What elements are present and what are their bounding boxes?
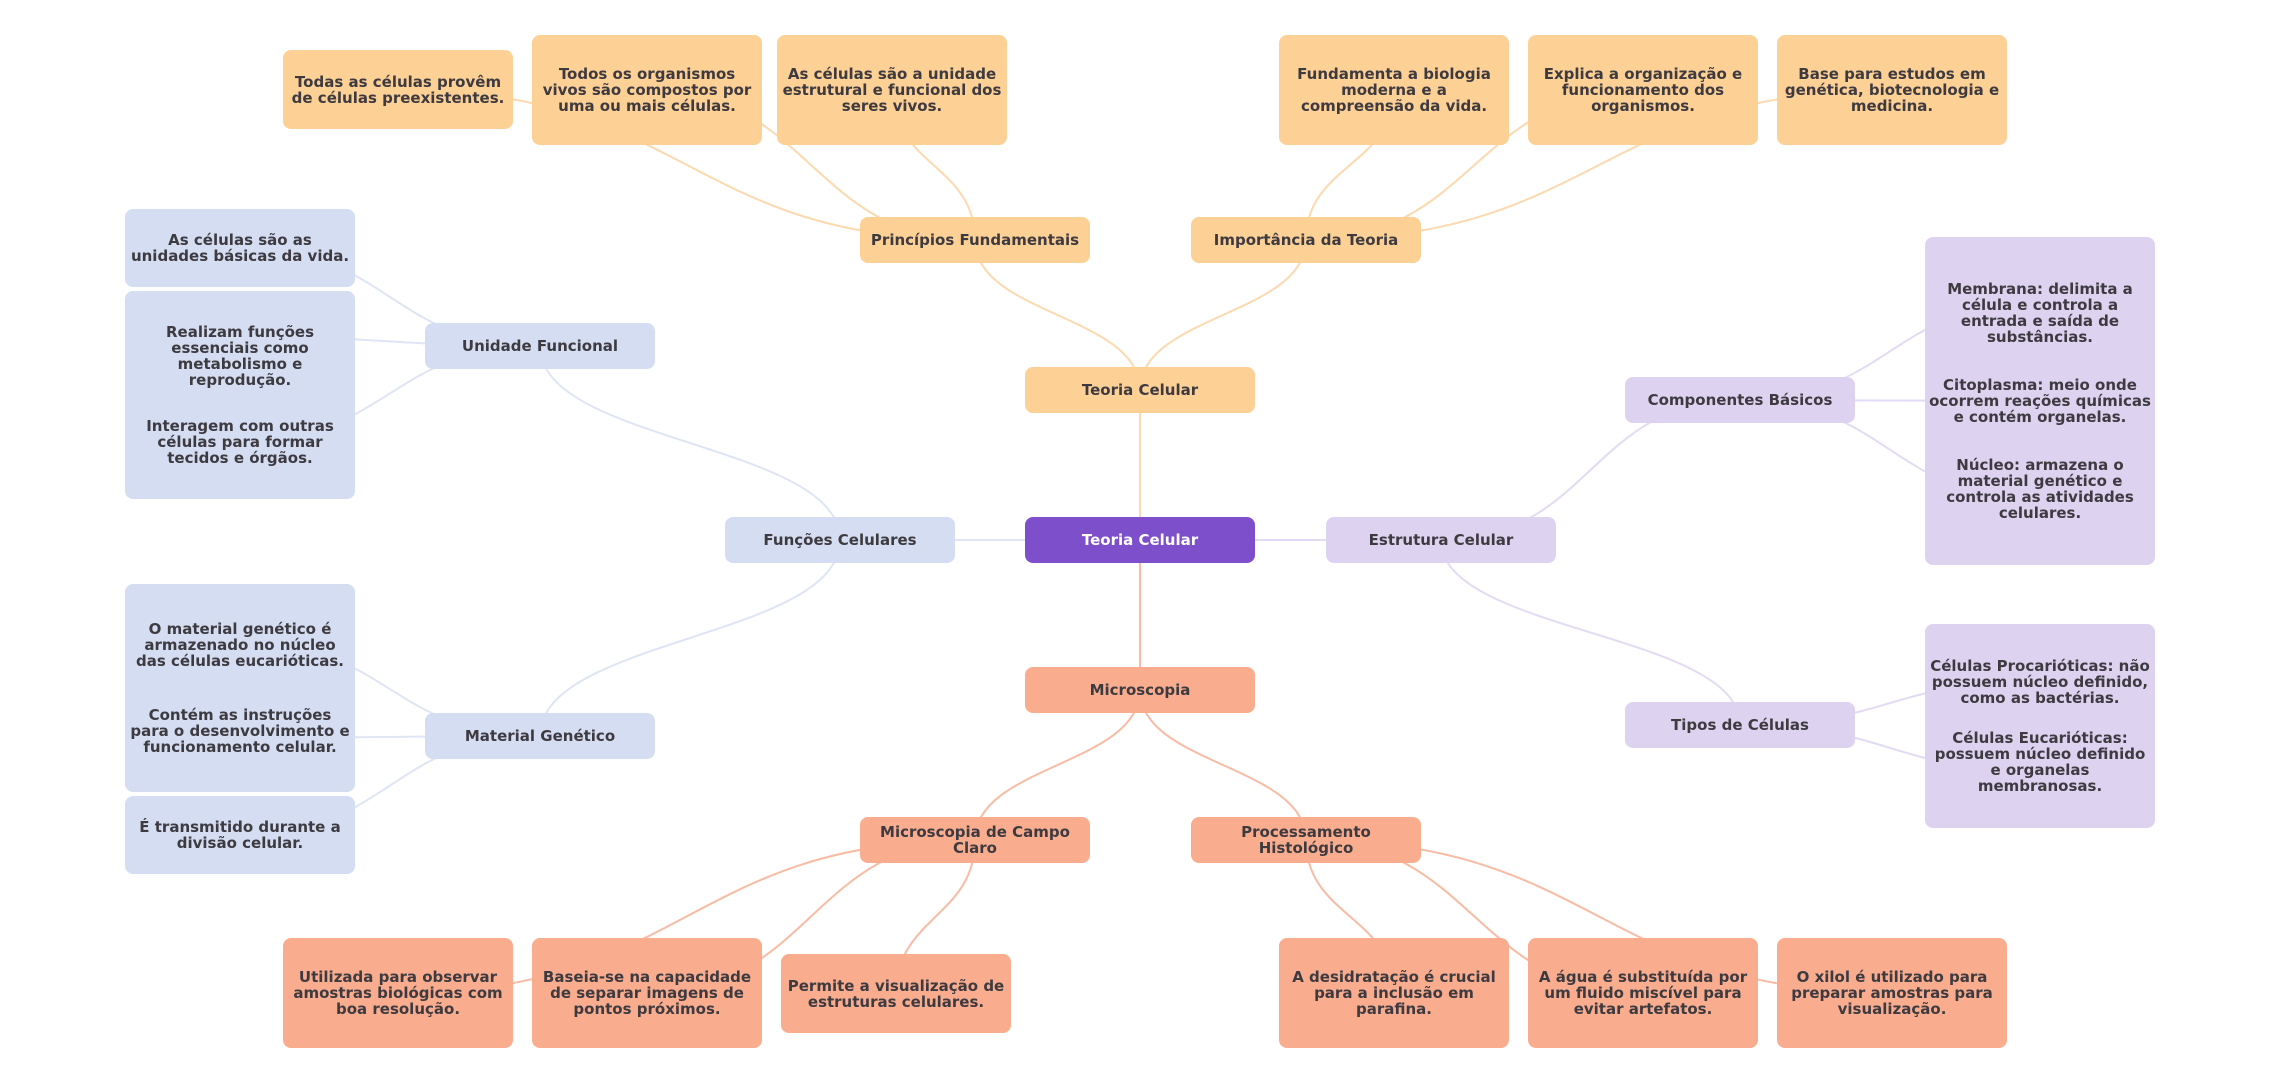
leaf-text: Utilizada para observar amostras biológi…	[293, 968, 503, 1018]
leaf-note[interactable]: Permite a visualização de estruturas cel…	[781, 954, 1011, 1033]
leaf-note[interactable]: Todos os organismos vivos são compostos …	[532, 35, 762, 145]
connector-line	[1440, 539, 1741, 726]
connector-line	[539, 539, 841, 737]
root-node[interactable]: Teoria Celular	[1025, 517, 1255, 563]
leaf-text: A água é substituída por um fluido miscí…	[1538, 968, 1748, 1018]
leaf-text: Realizam funções essenciais como metabol…	[165, 323, 314, 389]
connector-line	[539, 345, 841, 541]
connector-line	[1139, 239, 1307, 391]
leaf-text: É transmitido durante a divisão celular.	[139, 818, 341, 852]
leaf-text: Todos os organismos vivos são compostos …	[542, 65, 752, 115]
leaf-text: As células são a unidade estrutural e fu…	[782, 65, 1002, 115]
topic-label: Componentes Básicos	[1647, 391, 1833, 409]
leaf-note[interactable]: A água é substituída por um fluido miscí…	[1528, 938, 1758, 1048]
leaf-note[interactable]: Base para estudos em genética, biotecnol…	[1777, 35, 2007, 145]
leaf-note-group[interactable]: Células Procarióticas: não possuem núcle…	[1925, 624, 2155, 828]
topic-label: Processamento Histológico	[1241, 823, 1371, 857]
leaf-text: Base para estudos em genética, biotecnol…	[1784, 65, 2000, 115]
leaf-text: Citoplasma: meio onde ocorrem reações qu…	[1929, 376, 2151, 426]
leaf-note[interactable]: As células são as unidades básicas da vi…	[125, 209, 355, 287]
leaf-note[interactable]: Fundamenta a biologia moderna e a compre…	[1279, 35, 1509, 145]
leaf-text: Núcleo: armazena o material genético e c…	[1946, 456, 2134, 522]
leaf-text: Permite a visualização de estruturas cel…	[787, 976, 1005, 1011]
root-label: Teoria Celular	[1081, 531, 1199, 549]
leaf-text: Todas as células provêm de células preex…	[291, 72, 505, 107]
topic-label: Tipos de Células	[1671, 716, 1809, 734]
topic-tipos-de-celulas[interactable]: Tipos de Células	[1625, 702, 1855, 748]
connector-line	[974, 689, 1141, 841]
leaf-note[interactable]: A desidratação é crucial para a inclusão…	[1279, 938, 1509, 1048]
topic-principios-fundamentais[interactable]: Princípios Fundamentais	[860, 217, 1090, 263]
leaf-text: O xilol é utilizado para preparar amostr…	[1791, 968, 1993, 1018]
topic-componentes-basicos[interactable]: Componentes Básicos	[1625, 377, 1855, 423]
branch-estrutura-celular[interactable]: Estrutura Celular	[1326, 517, 1556, 563]
branch-label: Funções Celulares	[763, 531, 917, 549]
leaf-note[interactable]: Utilizada para observar amostras biológi…	[283, 938, 513, 1048]
leaf-note[interactable]: O xilol é utilizado para preparar amostr…	[1777, 938, 2007, 1048]
topic-material-genetico[interactable]: Material Genético	[425, 713, 655, 759]
leaf-text: A desidratação é crucial para a inclusão…	[1292, 968, 1496, 1018]
branch-funcoes-celulares[interactable]: Funções Celulares	[725, 517, 955, 563]
branch-label: Teoria Celular	[1081, 381, 1199, 399]
leaf-note[interactable]: É transmitido durante a divisão celular.	[125, 796, 355, 874]
topic-label: Importância da Teoria	[1213, 231, 1399, 249]
branch-teoria-celular[interactable]: Teoria Celular	[1025, 367, 1255, 413]
topic-label: Material Genético	[464, 727, 616, 745]
leaf-note-group[interactable]: Realizam funções essenciais como metabol…	[125, 291, 355, 499]
leaf-note[interactable]: Explica a organização e funcionamento do…	[1528, 35, 1758, 145]
leaf-note-group[interactable]: O material genético é armazenado no núcl…	[125, 584, 355, 792]
leaf-text: Membrana: delimita a célula e controla a…	[1947, 280, 2133, 346]
branch-microscopia[interactable]: Microscopia	[1025, 667, 1255, 713]
topic-label: Microscopia de Campo Claro	[880, 823, 1070, 857]
branch-label: Estrutura Celular	[1368, 531, 1514, 549]
leaf-text: O material genético é armazenado no núcl…	[136, 620, 344, 670]
topic-label: Princípios Fundamentais	[870, 231, 1080, 249]
leaf-text: Células Procarióticas: não possuem núcle…	[1930, 657, 2150, 707]
topic-importancia-da-teoria[interactable]: Importância da Teoria	[1191, 217, 1421, 263]
leaf-text: Explica a organização e funcionamento do…	[1543, 65, 1743, 115]
connector-line	[1139, 689, 1307, 841]
branch-label: Microscopia	[1089, 681, 1191, 699]
leaf-text: Interagem com outras células para formar…	[146, 417, 334, 467]
leaf-text: Fundamenta a biologia moderna e a compre…	[1297, 65, 1491, 115]
leaf-note-group[interactable]: Membrana: delimita a célula e controla a…	[1925, 237, 2155, 565]
topic-processamento-histologico[interactable]: Processamento Histológico	[1191, 817, 1421, 863]
leaf-text: Baseia-se na capacidade de separar image…	[542, 968, 752, 1018]
leaf-text: Células Eucarióticas: possuem núcleo def…	[1934, 729, 2146, 795]
leaf-note[interactable]: Todas as células provêm de células preex…	[283, 50, 513, 129]
leaf-note[interactable]: Baseia-se na capacidade de separar image…	[532, 938, 762, 1048]
leaf-note[interactable]: As células são a unidade estrutural e fu…	[777, 35, 1007, 145]
leaf-text: As células são as unidades básicas da vi…	[130, 231, 350, 265]
leaf-text: Contém as instruções para o desenvolvime…	[130, 706, 350, 756]
connector-line	[974, 239, 1141, 391]
topic-microscopia-campo-claro[interactable]: Microscopia de Campo Claro	[860, 817, 1090, 863]
topic-unidade-funcional[interactable]: Unidade Funcional	[425, 323, 655, 369]
topic-label: Unidade Funcional	[461, 337, 619, 355]
